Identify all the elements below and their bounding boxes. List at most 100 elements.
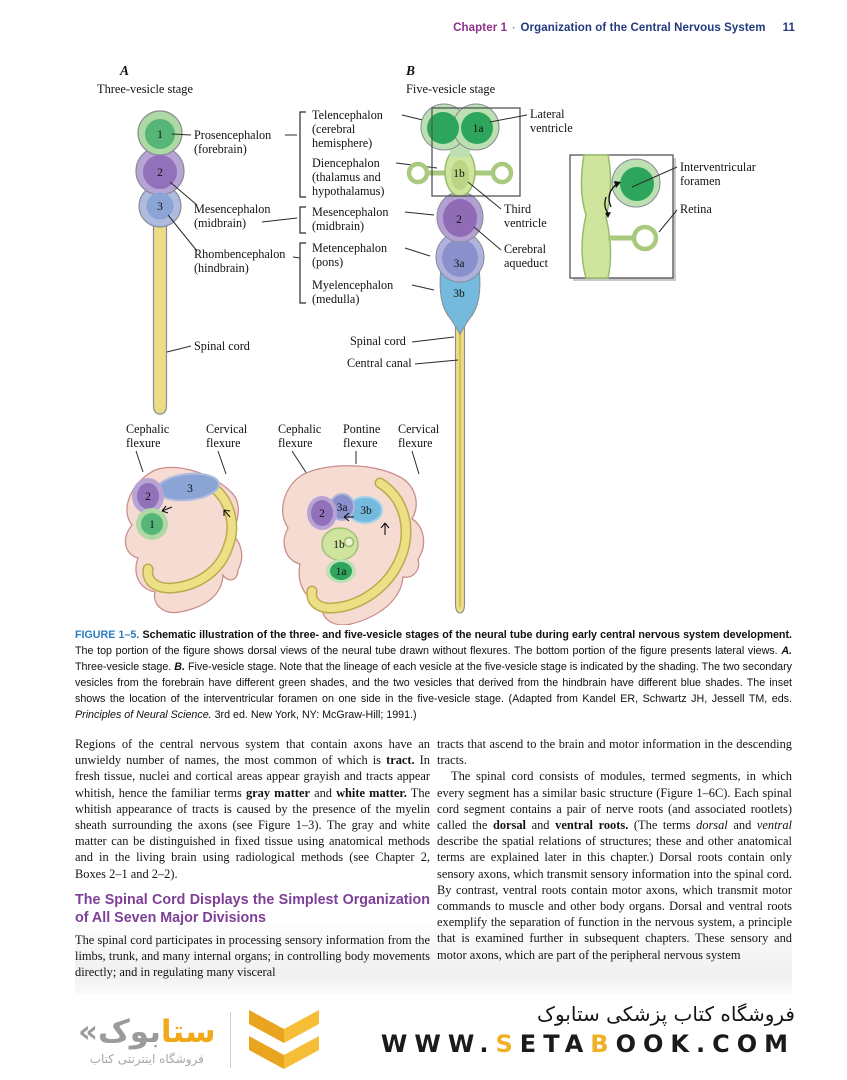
logo-divider	[229, 1012, 231, 1068]
right-p2-run: describe the spatial relations of struct…	[437, 834, 792, 962]
footer-watermark: « بوک ستا فروشگاه اینترنتی کتاب فروشگاه …	[0, 1002, 847, 1080]
embryo5-region-3b: 3b	[360, 505, 372, 517]
vesicle-1-number: 1	[157, 129, 163, 141]
inset-drawing	[580, 154, 661, 279]
term-ventral-roots: ventral roots.	[555, 818, 629, 833]
chevron-logo-icon	[248, 1010, 319, 1069]
prosencephalon-label: Prosencephalon	[194, 128, 271, 142]
panel-b-letter: B	[405, 63, 415, 78]
url-eta: ETA	[519, 1030, 591, 1058]
panel-b-five-vesicle: B Five-vesicle stage	[347, 63, 573, 614]
panel-b-stage-label: Five-vesicle stage	[406, 82, 496, 96]
vesicle-1a-number: 1a	[473, 123, 484, 135]
left-paragraph-2: The spinal cord participates in processi…	[75, 932, 430, 979]
left-p1-run: In fresh tissue, nuclei and cortical are…	[75, 753, 431, 800]
neural-tube-b: 1a 1b 2 3a 3b	[406, 103, 521, 614]
diencephalon-sub2: hypothalamus)	[312, 184, 384, 198]
right-p2-run: (The terms	[628, 818, 697, 833]
footer-right-block: فروشگاه کتاب پزشکی ستابوک WWW.SETABOOK.C…	[381, 1002, 795, 1058]
inset-detail: Interventricular foramen Retina	[569, 154, 756, 281]
logo-tagline: فروشگاه اینترنتی کتاب	[89, 1052, 204, 1066]
term-dorsal: dorsal	[492, 818, 526, 833]
figure-caption: FIGURE 1–5. Schematic illustration of th…	[75, 627, 792, 723]
diencephalon-sub1: (thalamus and	[312, 170, 381, 184]
chapter-label: Chapter 1	[453, 22, 508, 34]
caption-b-label: B.	[174, 661, 185, 674]
figure-number-label: FIGURE 1–5.	[75, 629, 140, 641]
cephalic-flexure-left-label: Cephalic	[126, 422, 170, 436]
caption-text-4: 3rd ed. New York, NY: McGraw-Hill; 1991.…	[211, 709, 417, 722]
caption-a-label: A.	[781, 645, 792, 658]
term-ventral-italic: ventral	[756, 818, 792, 833]
embryo3-region-2: 2	[145, 491, 151, 503]
caption-text-1: The top portion of the figure shows dors…	[75, 645, 782, 658]
left-column: Regions of the central nervous system th…	[75, 736, 430, 994]
embryo-five-vesicle: Cephalic flexure Pontine flexure Cervica…	[278, 422, 440, 625]
embryo5-region-1b: 1b	[333, 539, 345, 551]
mesencephalon-a-sub: (midbrain)	[194, 216, 246, 230]
lateral-ventricle-label: Lateral	[530, 107, 565, 121]
spinal-cord-b-label: Spinal cord	[350, 334, 406, 348]
neural-tube-a: 1 2 3	[135, 110, 185, 415]
rhombencephalon-label: Rhombencephalon	[194, 247, 285, 261]
term-white-matter: white matter.	[336, 785, 407, 800]
url-s: S	[495, 1030, 520, 1058]
telencephalon-label: Telencephalon	[312, 108, 383, 122]
right-paragraph-1: tracts that ascend to the brain and moto…	[437, 737, 792, 768]
body-text: Regions of the central nervous system th…	[75, 736, 792, 994]
third-ventricle-sub: ventricle	[504, 216, 547, 230]
embryo5-region-1a: 1a	[336, 566, 347, 578]
prosencephalon-sub: (forebrain)	[194, 142, 247, 156]
lateral-ventricle-sub: ventricle	[530, 121, 573, 135]
myelencephalon-label: Myelencephalon	[312, 278, 393, 292]
panel-a-stage-label: Three-vesicle stage	[97, 82, 193, 96]
cerebral-aqueduct-label: Cerebral	[504, 242, 547, 256]
mesencephalon-a-label: Mesencephalon	[194, 202, 270, 216]
retina-label: Retina	[680, 202, 712, 216]
term-tract: tract.	[386, 753, 415, 768]
cephalic-flexure-right-label: Cephalic	[278, 422, 322, 436]
running-head: Chapter 1 · Organization of the Central …	[453, 22, 795, 34]
telencephalon-sub1: (cerebral	[312, 122, 356, 136]
site-url[interactable]: WWW.SETABOOK.COM	[381, 1030, 795, 1058]
pontine-flexure-sub: flexure	[343, 436, 378, 450]
right-p2-run: and	[526, 818, 556, 833]
vesicle-3a-number: 3a	[454, 258, 465, 270]
embryo-three-vesicle: Cephalic flexure Cervical flexure 2 3 1	[124, 422, 248, 614]
caption-source: Principles of Neural Science.	[75, 709, 212, 722]
panel-b-labels: Lateral ventricle Third ventricle Cerebr…	[347, 107, 573, 370]
lineage-labels: Telencephalon (cerebral hemisphere) Dien…	[261, 108, 438, 306]
cervical-flexure-left-label: Cervical	[206, 422, 248, 436]
cervical-flexure-right-label: Cervical	[398, 422, 440, 436]
telencephalon-sub2: hemisphere)	[312, 136, 372, 150]
url-ook: OOK.COM	[615, 1030, 795, 1058]
right-paragraph-2: The spinal cord consists of modules, ter…	[437, 768, 792, 962]
cerebral-aqueduct-sub: aqueduct	[504, 256, 549, 270]
mesencephalon-b-sub: (midbrain)	[312, 219, 364, 233]
cervical-flexure-left-sub: flexure	[206, 436, 241, 450]
interventricular-foramen-label: Interventricular	[680, 160, 756, 174]
caption-text-3: Five-vesicle stage. Note that the lineag…	[75, 661, 792, 706]
header-separator: ·	[512, 23, 516, 34]
central-canal-label: Central canal	[347, 356, 412, 370]
mesencephalon-b-label: Mesencephalon	[312, 205, 388, 219]
logo-wordmark-block: « بوک ستا فروشگاه اینترنتی کتاب	[78, 1014, 216, 1066]
wordmark-gray-part: بوک	[98, 1014, 161, 1050]
myelencephalon-sub: (medulla)	[312, 292, 359, 306]
cephalic-flexure-right-sub: flexure	[278, 436, 313, 450]
term-gray-matter: gray matter	[245, 785, 310, 800]
left-p1-run: and	[309, 785, 337, 800]
url-www: WWW.	[380, 1030, 496, 1058]
figure-1-5-illustration: A Three-vesicle stage 1 2 3 Prosencephal…	[97, 63, 756, 625]
page-number: 11	[782, 22, 795, 34]
vesicle-1b-number: 1b	[453, 168, 465, 180]
inset-frame	[431, 107, 521, 197]
metencephalon-label: Metencephalon	[312, 241, 387, 255]
right-p2-run: and	[727, 818, 757, 833]
caption-lead: Schematic illustration of the three- and…	[142, 629, 792, 641]
wordmark-yellow-part: ستا	[160, 1014, 216, 1050]
spinal-cord-a-label: Spinal cord	[194, 339, 250, 353]
diencephalon-label: Diencephalon	[312, 156, 380, 170]
left-paragraph-1: Regions of the central nervous system th…	[75, 736, 430, 882]
